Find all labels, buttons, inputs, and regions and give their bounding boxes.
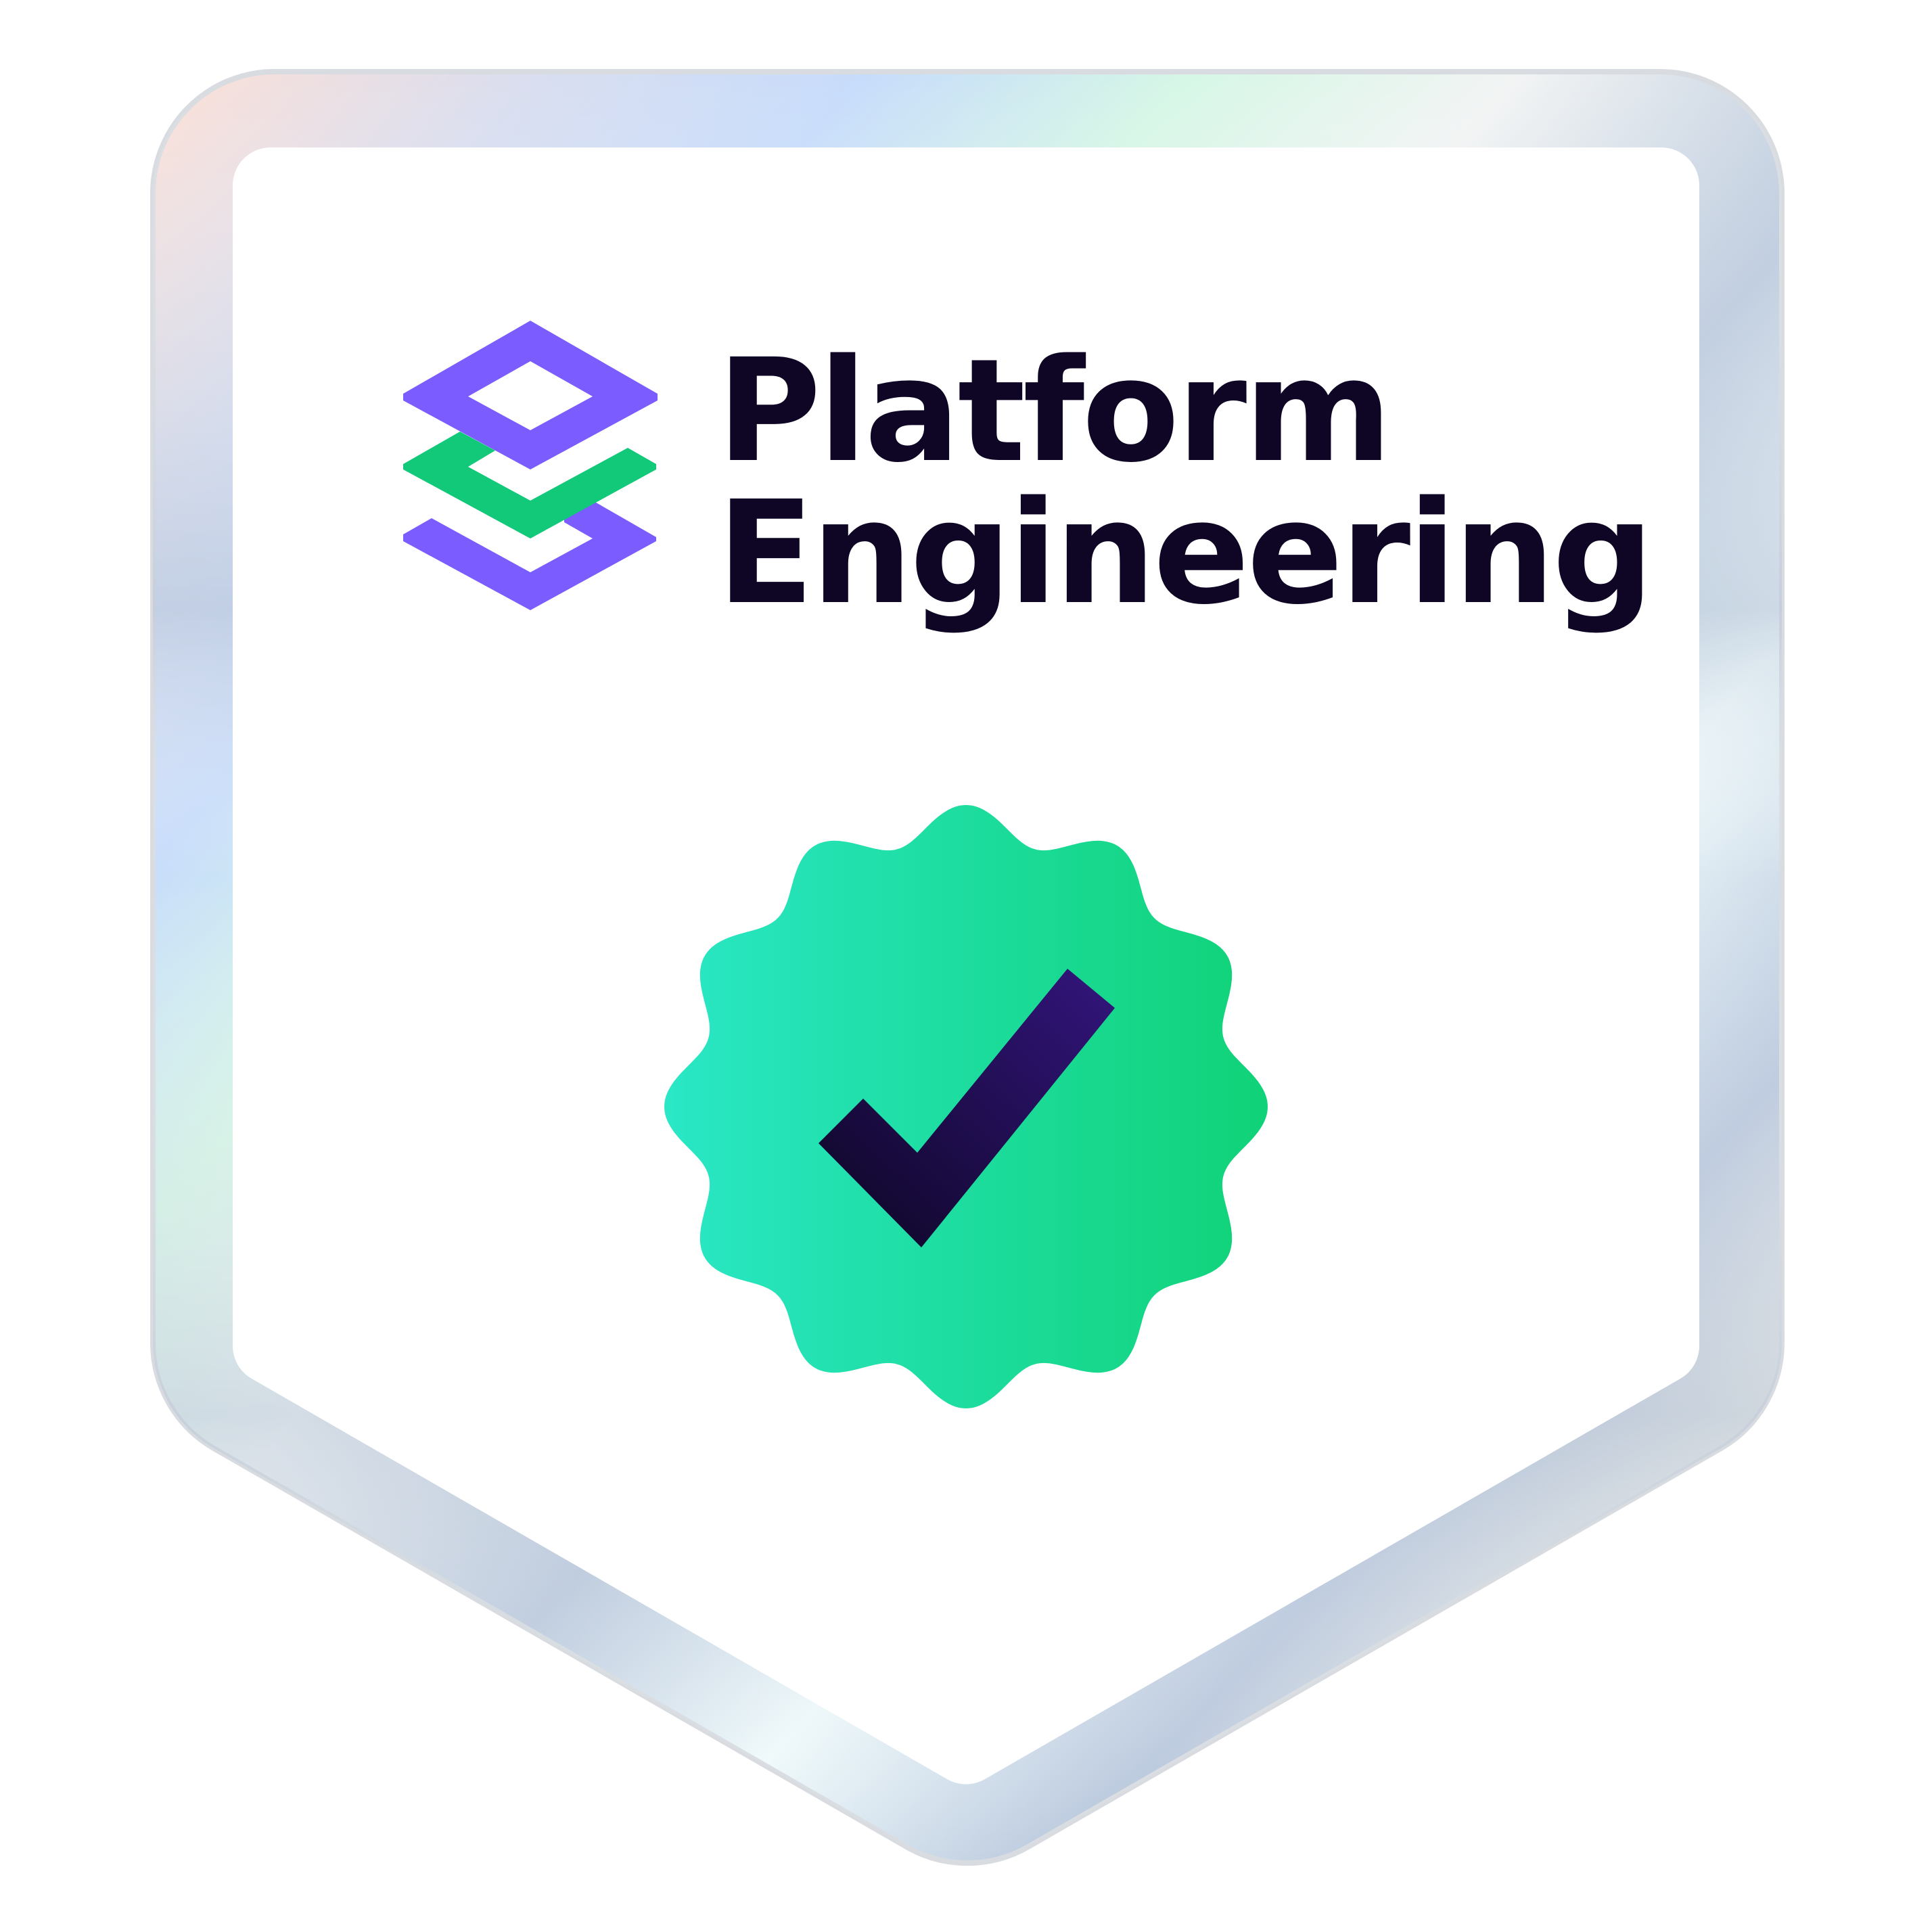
verified-seal-icon — [664, 805, 1268, 1408]
brand-line-1: Platform — [717, 328, 1389, 494]
stacked-layers-logo-icon — [403, 321, 658, 610]
brand-line-2: Engineering — [717, 470, 1651, 636]
checkmark-icon — [819, 969, 1115, 1247]
